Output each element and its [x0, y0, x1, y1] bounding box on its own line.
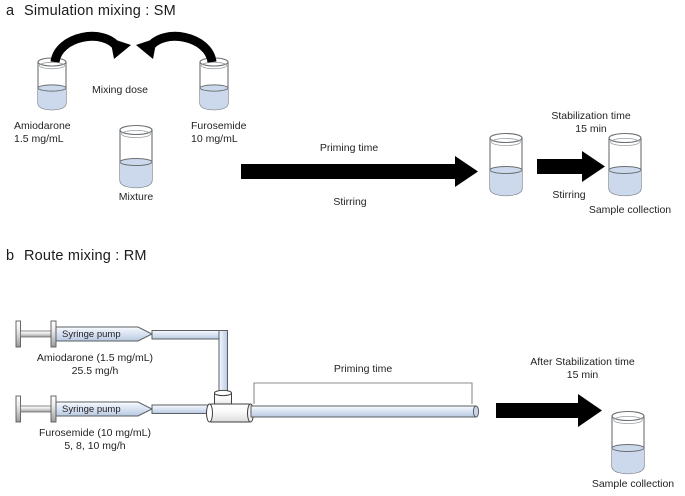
- beaker-sample-collection-a: [608, 132, 642, 197]
- syringe-pump-label-bottom: Syringe pump: [62, 404, 121, 415]
- after-stabilization-label-b: After Stabilization time: [530, 356, 635, 368]
- priming-time-label-b: Priming time: [333, 363, 393, 375]
- furosemide-route-label: Furosemide (10 mg/mL): [38, 427, 152, 439]
- furosemide-rate-label: 5, 8, 10 mg/h: [64, 440, 126, 452]
- furosemide-conc-label: 10 mg/mL: [191, 133, 238, 145]
- curved-pour-arrow-left-icon: [50, 31, 131, 64]
- stirring-label-a1: Stirring: [333, 196, 367, 208]
- amiodarone-conc-label: 1.5 mg/mL: [14, 133, 64, 145]
- tubing-outlet-icon: [250, 405, 480, 418]
- stabilization-time-label-a: Stabilization time: [551, 110, 631, 122]
- curved-pour-arrow-right-icon: [136, 31, 217, 64]
- sample-collection-label-a: Sample collection: [588, 204, 672, 216]
- t-connector-icon: [206, 389, 254, 423]
- span-bracket-priming-b-icon: [253, 382, 473, 404]
- beaker-furosemide: [199, 57, 229, 111]
- amiodarone-name-label: Amiodarone: [14, 120, 71, 132]
- stirring-label-a2: Stirring: [552, 189, 586, 201]
- after-stabilization-duration-b: 15 min: [566, 369, 599, 381]
- amiodarone-route-label: Amiodarone (1.5 mg/mL): [36, 352, 154, 364]
- block-arrow-priming-a-icon: [241, 156, 478, 187]
- mixture-label: Mixture: [118, 191, 154, 203]
- panel-b-title: Route mixing : RM: [24, 248, 147, 264]
- stabilization-duration-label-a: 15 min: [575, 123, 607, 135]
- furosemide-name-label: Furosemide: [191, 120, 247, 132]
- panel-a-letter: a: [6, 3, 15, 19]
- panel-b-letter: b: [6, 248, 15, 264]
- beaker-sample-collection-b: [611, 410, 645, 475]
- amiodarone-rate-label: 25.5 mg/h: [71, 365, 119, 377]
- panel-a-title: Simulation mixing : SM: [24, 3, 176, 19]
- priming-time-label-a: Priming time: [319, 142, 379, 154]
- beaker-post-priming: [489, 132, 523, 197]
- beaker-mixture: [119, 124, 153, 189]
- block-arrow-stabilization-b-icon: [496, 394, 602, 427]
- mixing-dose-label: Mixing dose: [91, 84, 149, 96]
- sample-collection-label-b: Sample collection: [591, 478, 675, 490]
- syringe-pump-label-top: Syringe pump: [62, 329, 121, 340]
- block-arrow-stabilization-a-icon: [537, 151, 605, 182]
